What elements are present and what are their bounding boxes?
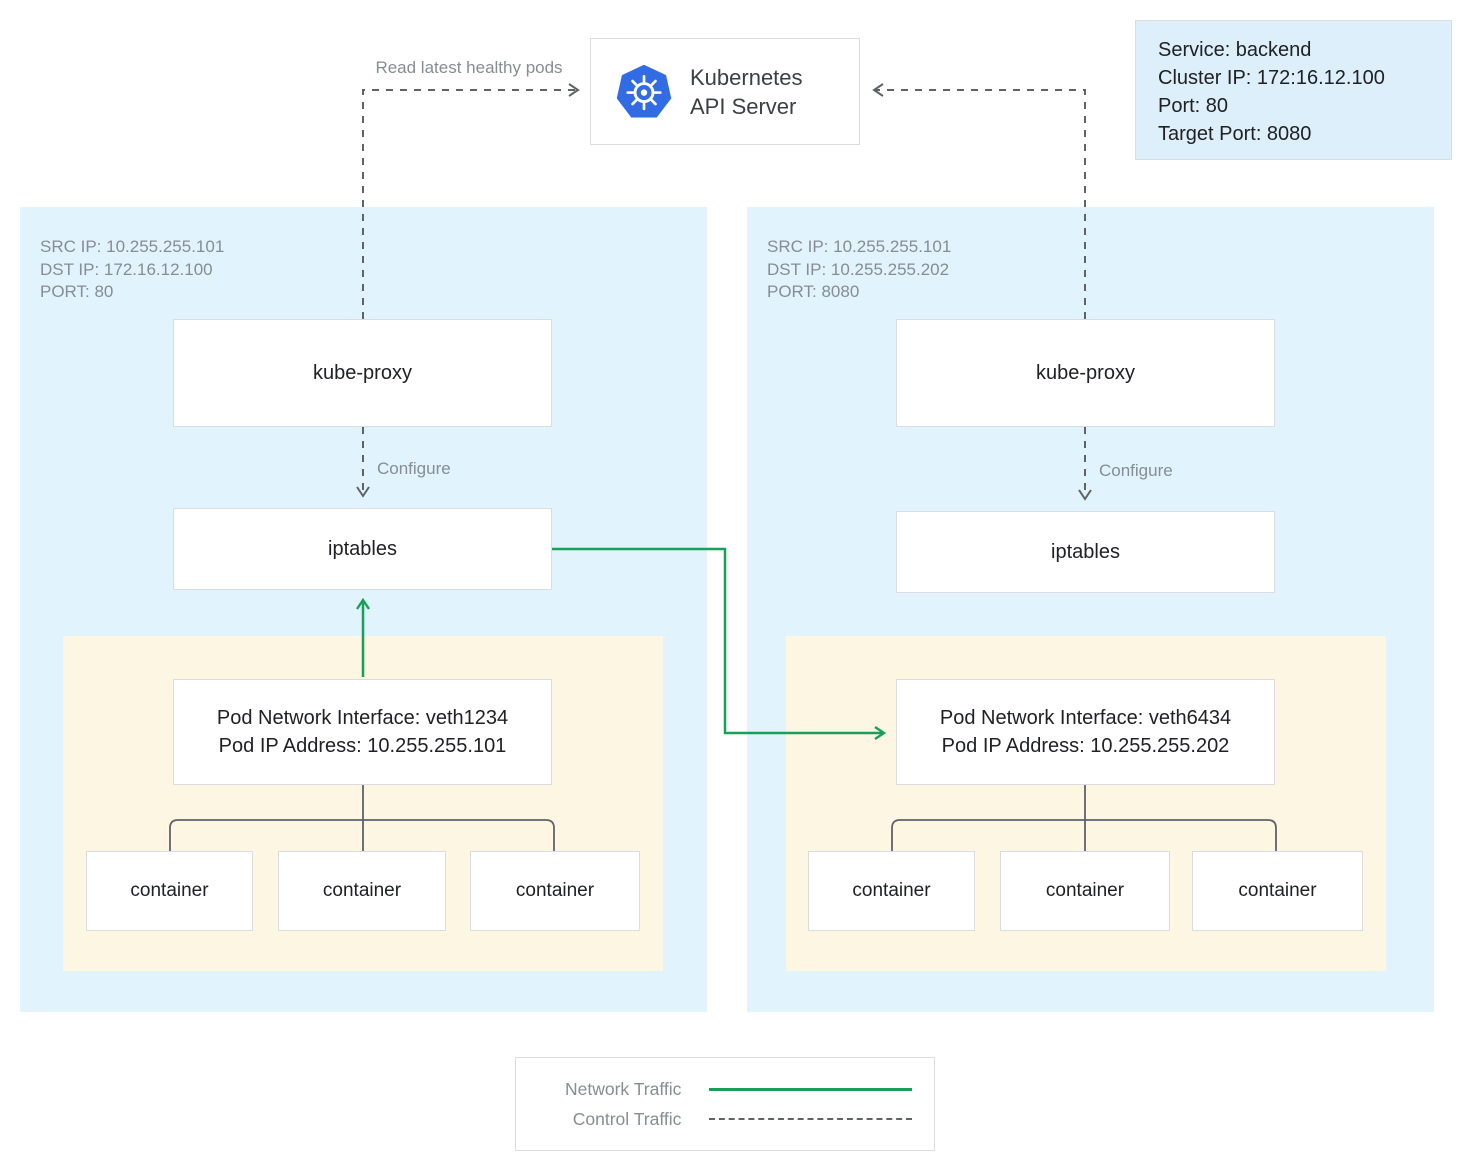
service-cluster-ip: Cluster IP: 172:16.12.100 [1158, 67, 1385, 89]
container-box-left-1: container [86, 851, 253, 931]
node-left-dst-ip: DST IP: 172.16.12.100 [40, 259, 213, 279]
control-traffic-line-sample [709, 1118, 912, 1120]
container-box-left-2: container [278, 851, 446, 931]
configure-label-left: Configure [377, 459, 451, 478]
node-left-header: SRC IP: 10.255.255.101 DST IP: 172.16.12… [40, 236, 224, 304]
service-name: Service: backend [1158, 39, 1312, 61]
container-box-right-2: container [1000, 851, 1170, 931]
node-right-src-ip: SRC IP: 10.255.255.101 [767, 237, 952, 256]
configure-label-right: Configure [1099, 461, 1173, 480]
service-port: Port: 80 [1158, 95, 1229, 117]
node-right-header: SRC IP: 10.255.255.101 DST IP: 10.255.25… [767, 236, 951, 304]
api-server-title: Kubernetes API Server [690, 63, 803, 121]
legend-row-network: Network Traffic [538, 1079, 912, 1100]
pod-interface-left-line1: Pod Network Interface: veth1234 [216, 707, 509, 729]
read-latest-healthy-pods-label: Read latest healthy pods [375, 58, 563, 77]
service-info-card: Service: backend Cluster IP: 172:16.12.1… [1135, 20, 1452, 160]
node-right-dst-ip: DST IP: 10.255.255.202 [767, 259, 950, 279]
kubernetes-logo-icon [616, 64, 672, 118]
legend-control-label: Control Traffic [572, 1108, 682, 1129]
api-server-title-line1: Kubernetes [690, 64, 803, 90]
service-target-port: Target Port: 8080 [1158, 123, 1312, 145]
node-left-port: PORT: 80 [40, 282, 114, 301]
container-box-left-3: container [470, 851, 640, 931]
kube-proxy-right-box: kube-proxy [896, 319, 1275, 427]
container-box-right-1: container [808, 851, 975, 931]
node-left-src-ip: SRC IP: 10.255.255.101 [40, 237, 225, 256]
network-traffic-line-sample [709, 1087, 912, 1091]
kube-proxy-left-box: kube-proxy [173, 319, 552, 427]
api-server-title-line2: API Server [690, 93, 797, 119]
pod-interface-left-box: Pod Network Interface: veth1234 Pod IP A… [173, 679, 552, 785]
iptables-right-box: iptables [896, 511, 1275, 593]
node-right-port: PORT: 8080 [767, 282, 860, 301]
iptables-left-box: iptables [173, 508, 552, 590]
container-box-right-3: container [1192, 851, 1363, 931]
legend-box: Network Traffic Control Traffic [515, 1057, 935, 1151]
api-server-box: Kubernetes API Server [590, 38, 860, 145]
pod-interface-right-box: Pod Network Interface: veth6434 Pod IP A… [896, 679, 1275, 785]
pod-interface-left-line2: Pod IP Address: 10.255.255.101 [218, 735, 507, 757]
legend-network-label: Network Traffic [565, 1078, 682, 1099]
pod-interface-right-line1: Pod Network Interface: veth6434 [939, 707, 1232, 729]
legend-row-control: Control Traffic [538, 1109, 912, 1130]
pod-interface-right-line2: Pod IP Address: 10.255.255.202 [941, 735, 1230, 757]
